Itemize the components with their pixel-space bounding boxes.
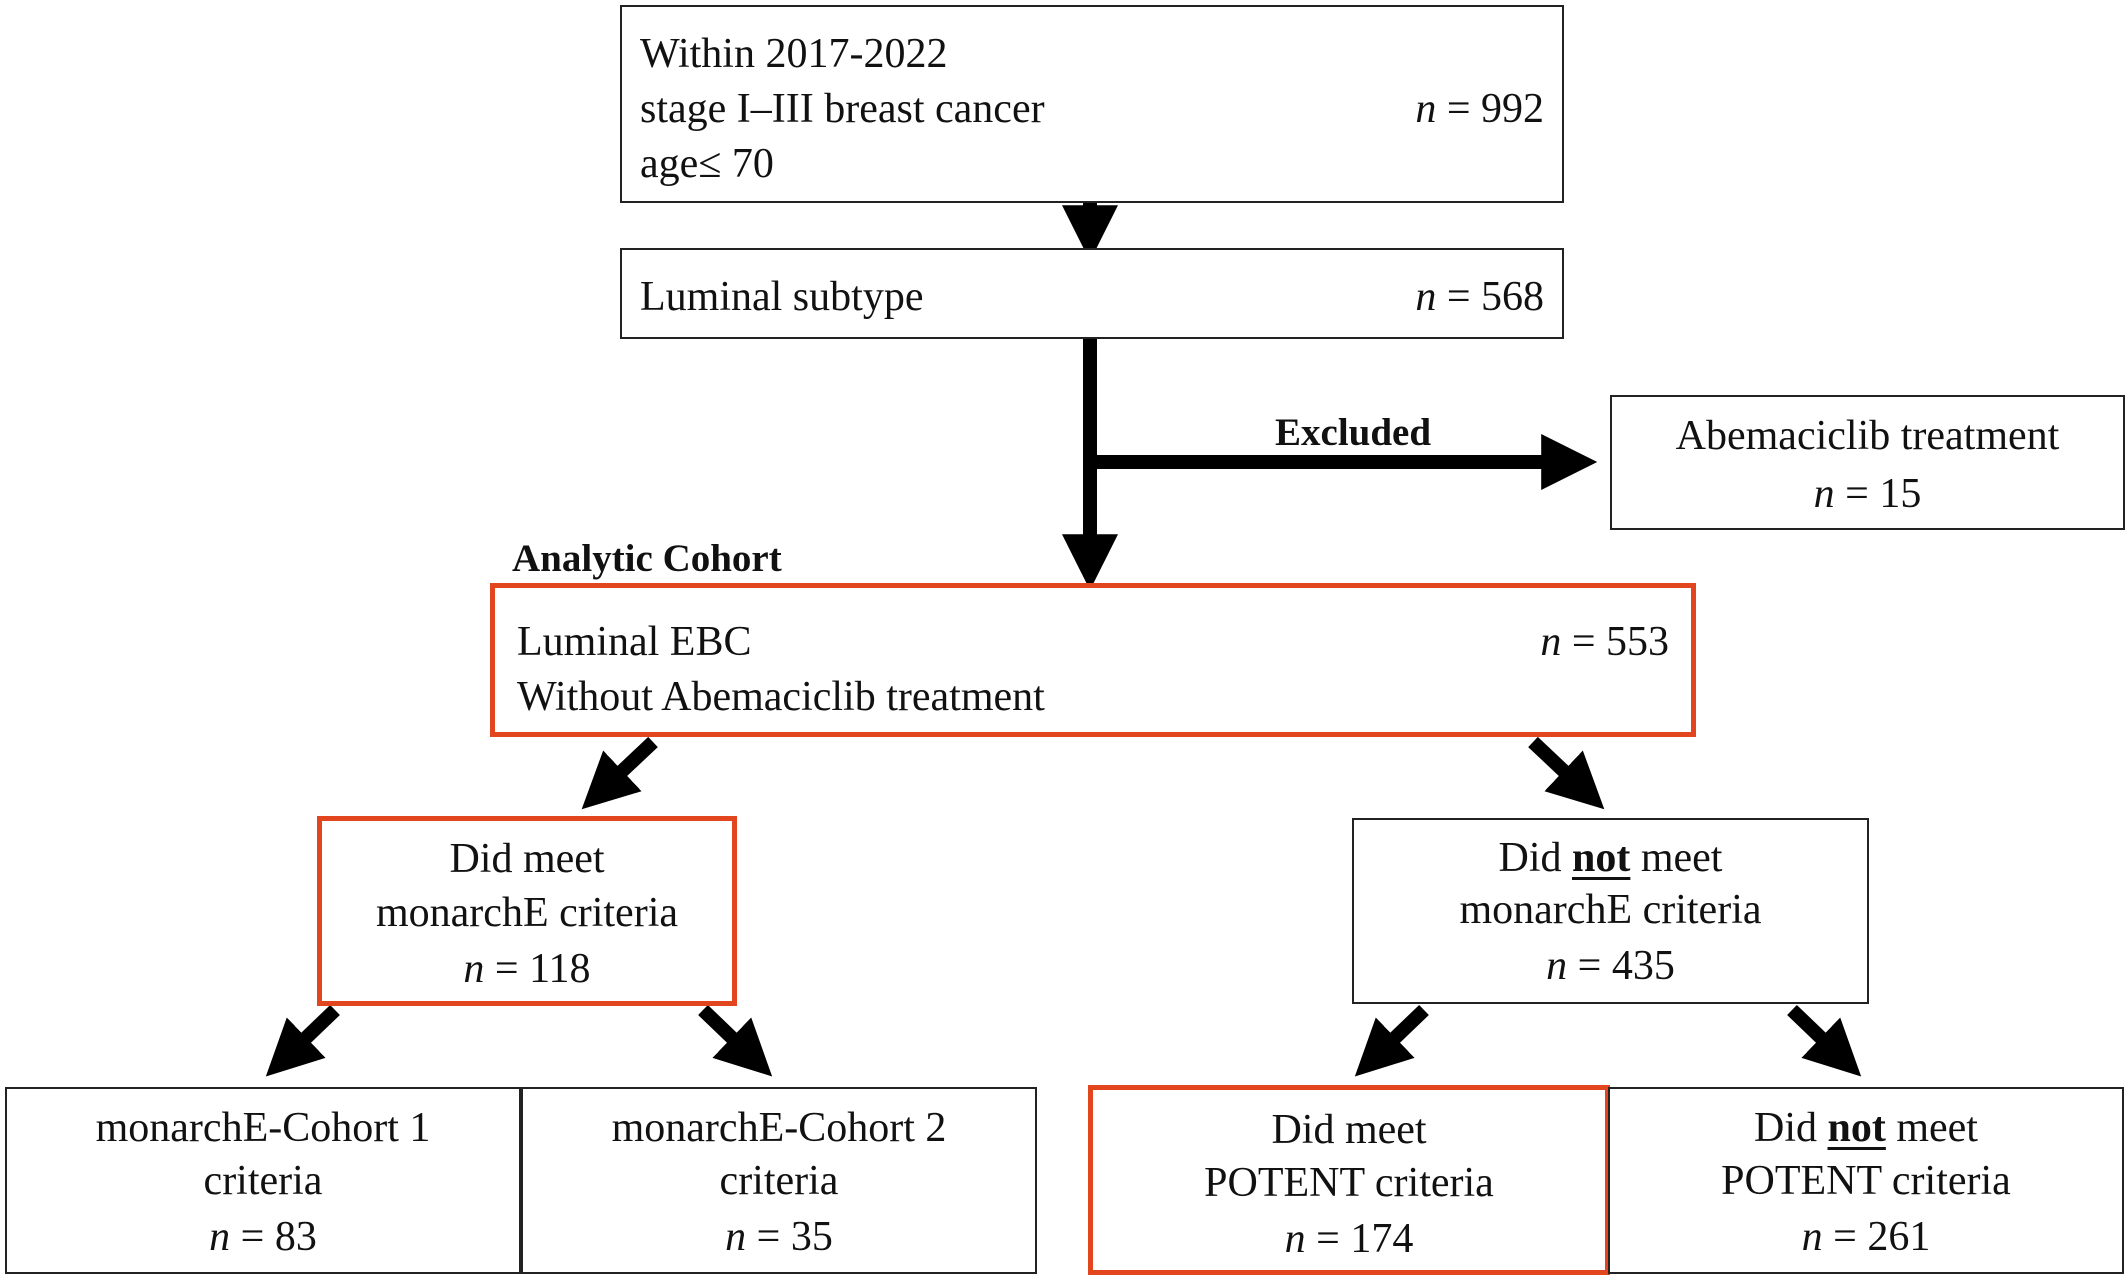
meet-potent-line-1: Did meet (1271, 1107, 1427, 1153)
analytic-cohort-box: Luminal EBC Without Abemaciclib treatmen… (490, 583, 1696, 737)
cohort-count: n = 553 (1540, 619, 1669, 665)
excluded-count: n = 15 (1813, 471, 1922, 517)
cohort2-line-1: monarchE-Cohort 2 (611, 1105, 947, 1151)
not-meet-potent-box: Did not meet POTENT criteria n = 261 (1608, 1087, 2124, 1274)
cohort1-line-2: criteria (203, 1158, 323, 1204)
arrow-cohort-to-meet-monarche (581, 736, 658, 810)
luminal-subtype-box: Luminal subtype n = 568 (620, 248, 1564, 339)
not-meet-monarche-box: Did not meet monarchE criteria n = 435 (1352, 818, 1869, 1004)
cohort-line-2: Without Abemaciclib treatment (517, 674, 1045, 720)
source-population-box: Within 2017-2022 stage I–III breast canc… (620, 5, 1564, 203)
not-meet-monarche-count: n = 435 (1546, 943, 1675, 989)
source-line-2: stage I–III breast cancer (640, 86, 1045, 132)
cohort2-box: monarchE-Cohort 2 criteria n = 35 (521, 1087, 1037, 1274)
cohort2-line-2: criteria (719, 1158, 839, 1204)
arrow-cohort-to-not-meet-monarche (1528, 736, 1605, 810)
meet-potent-box: Did meet POTENT criteria n = 174 (1088, 1085, 1610, 1275)
cohort-line-1: Luminal EBC (517, 619, 752, 665)
cohort1-count: n = 83 (209, 1214, 317, 1260)
source-count: n = 992 (1415, 86, 1544, 132)
source-line-1: Within 2017-2022 (640, 31, 948, 77)
not-meet-potent-count: n = 261 (1801, 1214, 1931, 1260)
analytic-cohort-label: Analytic Cohort (512, 537, 782, 580)
source-line-3: age≤ 70 (640, 141, 774, 187)
meet-potent-line-2: POTENT criteria (1204, 1160, 1494, 1206)
arrow-notmeet-to-meet-potent (1354, 1004, 1429, 1077)
not-meet-monarche-line-1: Did not meet (1498, 835, 1723, 881)
meet-monarche-line-2: monarchE criteria (376, 890, 678, 936)
cohort2-count: n = 35 (725, 1214, 833, 1260)
arrow-meet-to-cohort1 (265, 1004, 340, 1077)
not-meet-monarche-line-2: monarchE criteria (1459, 887, 1762, 933)
meet-monarche-box: Did meet monarchE criteria n = 118 (317, 816, 737, 1006)
luminal-line-1: Luminal subtype (640, 274, 924, 320)
meet-monarche-count: n = 118 (463, 946, 591, 992)
meet-monarche-line-1: Did meet (449, 836, 605, 882)
arrow-notmeet-to-not-meet-potent (1787, 1004, 1862, 1077)
excluded-label: Excluded (1275, 411, 1432, 454)
not-meet-potent-line-1: Did not meet (1754, 1105, 1978, 1151)
not-meet-potent-line-2: POTENT criteria (1721, 1158, 2011, 1204)
meet-potent-count: n = 174 (1284, 1216, 1414, 1262)
excluded-line-1: Abemaciclib treatment (1675, 413, 2060, 459)
cohort1-line-1: monarchE-Cohort 1 (95, 1105, 431, 1151)
arrow-meet-to-cohort2 (698, 1004, 773, 1077)
excluded-box: Abemaciclib treatment n = 15 (1610, 395, 2125, 530)
cohort1-box: monarchE-Cohort 1 criteria n = 83 (5, 1087, 521, 1274)
luminal-count: n = 568 (1415, 274, 1544, 320)
